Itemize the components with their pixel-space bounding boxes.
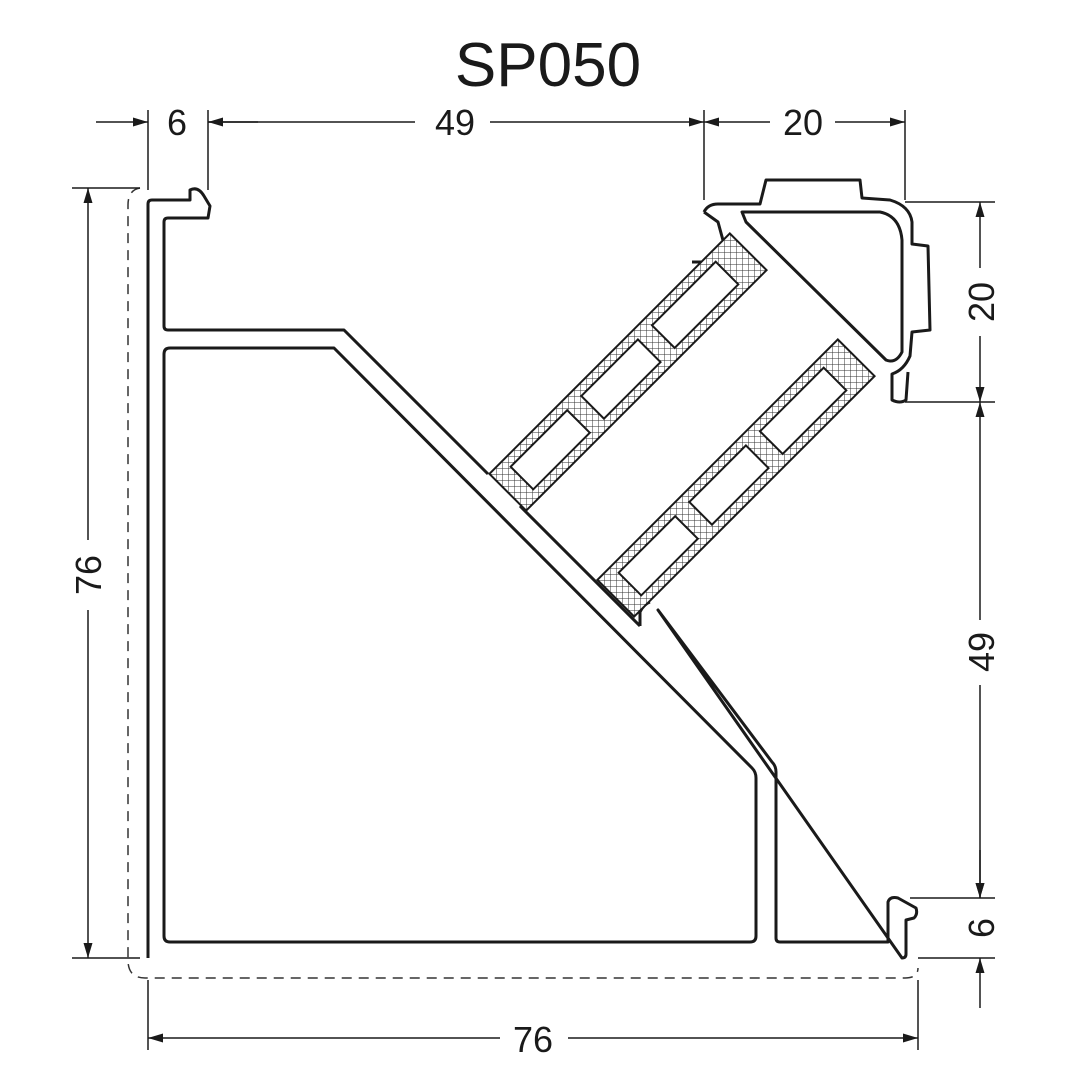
dim-top-right: 20 (783, 102, 823, 143)
dim-right-middle: 49 (961, 632, 1002, 672)
drawing-title: SP050 (455, 31, 641, 100)
dim-right-top: 20 (961, 282, 1002, 322)
dimension-lines (72, 110, 995, 1050)
dim-top-span: 49 (435, 102, 475, 143)
glazing-bar-upper (487, 231, 769, 513)
dim-top-left-lip: 6 (167, 102, 187, 143)
dim-bottom-width: 76 (513, 1019, 553, 1060)
dim-right-bottom: 6 (961, 918, 1002, 938)
profile-body (146, 178, 932, 960)
dim-left-height: 76 (68, 555, 109, 595)
glazing-bar-lower (595, 337, 877, 619)
dashed-outline (127, 187, 919, 979)
